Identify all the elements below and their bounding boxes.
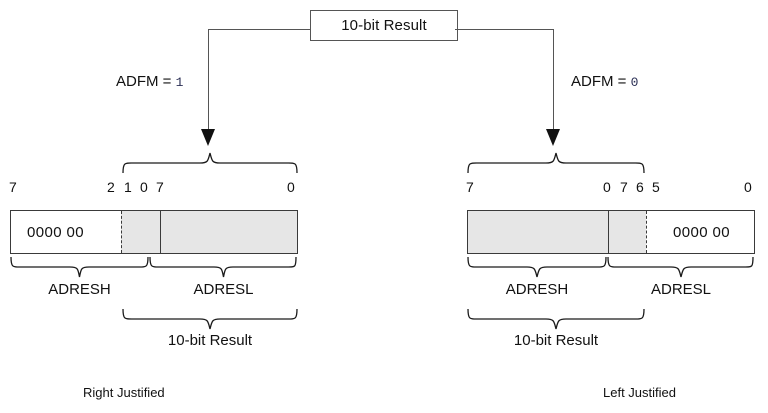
right-register-value: 0000 00	[673, 223, 731, 241]
right-justification-caption: Left Justified	[603, 385, 676, 400]
right-dashed-divider	[646, 211, 647, 253]
right-bit-label-lsb: 0	[744, 179, 752, 195]
right-register-bar: 0000 00	[467, 210, 755, 254]
right-shaded-result-field	[468, 211, 646, 253]
connector-left-vertical	[208, 29, 210, 131]
left-bit-label-low-msb: 7	[156, 179, 164, 195]
left-result-label: 10-bit Result	[167, 332, 253, 349]
right-bottom-brace-adresh	[467, 256, 607, 278]
right-bottom-brace-adresl	[607, 256, 755, 278]
connector-right-vertical	[553, 29, 555, 131]
arrowhead-right-icon	[546, 129, 560, 146]
left-result-brace	[122, 308, 298, 330]
left-register-bar: 0000 00	[10, 210, 298, 254]
connector-right-horizontal	[455, 29, 554, 31]
left-bottom-brace-adresl	[149, 256, 298, 278]
left-bit-label-2: 2	[107, 179, 115, 195]
adfm-label-right: ADFM = 0	[571, 73, 638, 90]
left-bit-label-lsb: 0	[287, 179, 295, 195]
right-result-label: 10-bit Result	[513, 332, 599, 349]
right-bit-label-low-msb: 7	[620, 179, 628, 195]
adfm-right-prefix: ADFM =	[571, 73, 627, 90]
adfm-right-value: 0	[630, 75, 639, 90]
top-result-box-label: 10-bit Result	[341, 17, 427, 34]
arrowhead-left-icon	[201, 129, 215, 146]
adfm-label-left: ADFM = 1	[116, 73, 183, 90]
right-register-divider	[608, 211, 610, 253]
left-field-label-adresh: ADRESH	[48, 281, 111, 298]
top-result-box: 10-bit Result	[310, 10, 458, 41]
left-bit-label-0: 0	[140, 179, 148, 195]
right-field-label-adresh: ADRESH	[505, 281, 569, 298]
right-bit-label-msb: 7	[466, 179, 474, 195]
left-justification-caption: Right Justified	[83, 385, 165, 400]
adfm-left-prefix: ADFM =	[116, 73, 172, 90]
left-register-value: 0000 00	[27, 223, 85, 241]
left-field-label-adresl: ADRESL	[193, 281, 254, 298]
left-bit-label-msb: 7	[9, 179, 17, 195]
right-bit-label-5: 5	[652, 179, 660, 195]
left-top-brace-adresl	[122, 152, 298, 174]
left-bit-label-1: 1	[124, 179, 132, 195]
left-bottom-brace-adresh	[10, 256, 149, 278]
right-top-brace-adresh	[467, 152, 645, 174]
connector-left-horizontal	[208, 29, 311, 31]
right-bit-label-0: 0	[603, 179, 611, 195]
right-field-label-adresl: ADRESL	[650, 281, 712, 298]
left-register-divider	[160, 211, 162, 253]
right-result-brace	[467, 308, 645, 330]
left-shaded-result-field	[121, 211, 297, 253]
left-dashed-divider	[121, 211, 122, 253]
adfm-left-value: 1	[175, 75, 184, 90]
right-bit-label-6: 6	[636, 179, 644, 195]
